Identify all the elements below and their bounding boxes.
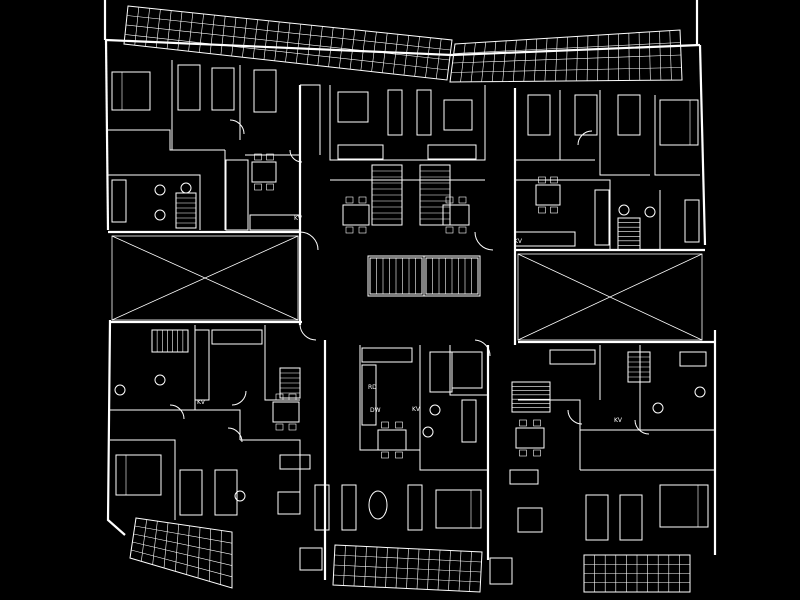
dining-table-7 <box>515 419 545 457</box>
stair-unit-2 <box>617 217 641 251</box>
dining-table-1 <box>342 196 370 234</box>
balcony-grille-top-right <box>449 29 683 83</box>
stair-core-upper-left <box>371 164 403 226</box>
label-kv-4: KV <box>412 406 421 413</box>
label-dw: DW <box>370 407 381 414</box>
stair-unit-6 <box>627 351 651 383</box>
exterior-walls <box>103 0 717 580</box>
balcony-grille-bottom-left <box>129 517 233 589</box>
dining-table-3 <box>251 153 277 191</box>
stair-core-upper-right <box>419 164 451 226</box>
balcony-grille-top-left <box>123 5 453 81</box>
bedroom-beds <box>111 64 709 541</box>
balcony-grille-bottom-right <box>583 554 691 593</box>
door-swings <box>169 119 650 443</box>
dining-table-4 <box>535 176 561 214</box>
light-wells <box>111 235 703 341</box>
balcony-grille-bottom-mid <box>332 544 483 593</box>
label-rd: RD <box>368 384 377 391</box>
stair-unit-1 <box>175 192 197 229</box>
dining-table-5 <box>272 393 300 431</box>
balcony-grilles <box>123 5 691 593</box>
label-kv-2: KV <box>514 238 523 245</box>
dining-tables <box>251 153 561 459</box>
kitchen-counters <box>194 159 610 426</box>
stair-flight-left <box>369 257 423 295</box>
living-furniture <box>277 89 543 585</box>
label-kv-3: KV <box>197 399 206 406</box>
label-kv-5: KV <box>614 417 623 424</box>
interior-partitions <box>108 60 715 520</box>
stair-unit-3 <box>151 329 189 353</box>
appliance-labels: KV KV KV KV KV RD DW <box>197 215 623 424</box>
dining-table-2 <box>442 196 470 234</box>
stair-core <box>151 164 651 413</box>
stair-unit-4 <box>279 367 301 399</box>
stair-unit-5 <box>511 381 551 413</box>
bathroom-fixtures <box>111 179 707 502</box>
stair-flight-right <box>425 257 479 295</box>
dining-table-6 <box>377 421 407 459</box>
label-kv-1: KV <box>294 215 303 222</box>
